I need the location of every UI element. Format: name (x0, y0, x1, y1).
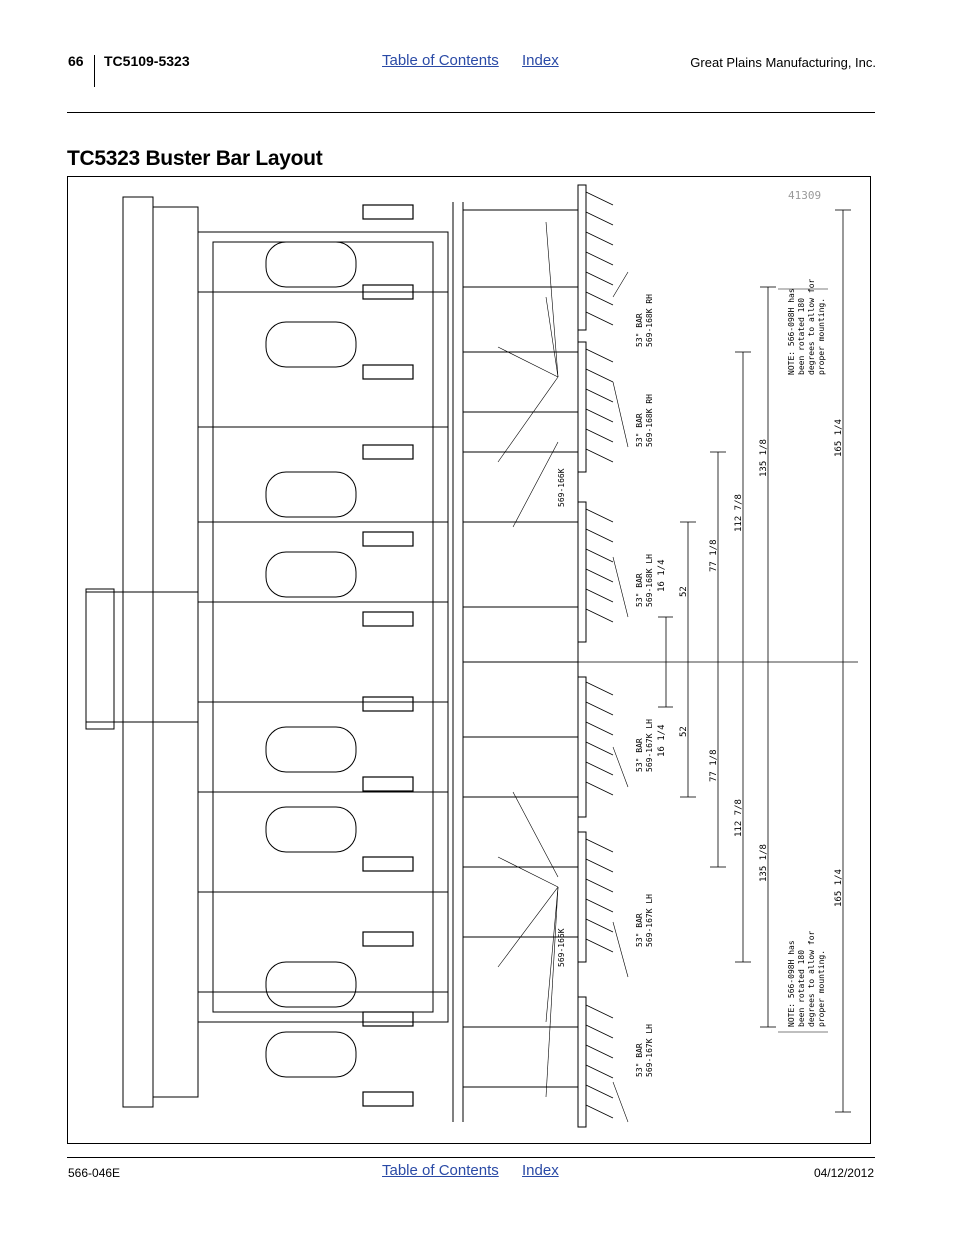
svg-text:been rotated 180: been rotated 180 (797, 950, 806, 1027)
footer-index-link[interactable]: Index (522, 1162, 559, 1179)
bar-part: 569-168K LH (645, 554, 654, 607)
bar-labels: 53" BAR 569-168K RH 53" BAR 569-168K RH … (635, 294, 654, 1077)
bar-label: 53" BAR (635, 313, 644, 347)
svg-text:77 1/8: 77 1/8 (709, 539, 719, 572)
bar-label: 53" BAR (635, 573, 644, 607)
header-separator (94, 55, 95, 87)
bar-part: 569-168K RH (645, 394, 654, 447)
doc-code: TC5109-5323 (104, 53, 190, 69)
figure-id: 41309 (788, 189, 821, 202)
svg-text:77 1/8: 77 1/8 (709, 749, 719, 782)
bar-part: 569-167K LH (645, 1024, 654, 1077)
bar-part: 569-168K RH (645, 294, 654, 347)
svg-text:NOTE: 566-098H has: NOTE: 566-098H has (787, 288, 796, 375)
note-bottom: NOTE: 566-098H has been rotated 180 degr… (787, 930, 826, 1027)
footer-toc-link[interactable]: Table of Contents (382, 1162, 499, 1179)
note-top: NOTE: 566-098H has been rotated 180 degr… (787, 278, 826, 375)
company-name: Great Plains Manufacturing, Inc. (690, 55, 876, 70)
svg-text:135 1/8: 135 1/8 (759, 844, 769, 882)
doc-number: 566-046E (68, 1166, 121, 1180)
figure-frame: 41309 569-166K 569-166K 53" BAR 569-168K… (67, 176, 871, 1144)
svg-text:165 1/4: 165 1/4 (834, 869, 844, 907)
bar-part: 569-167K LH (645, 719, 654, 772)
svg-text:been rotated 180: been rotated 180 (797, 298, 806, 375)
index-link[interactable]: Index (522, 52, 559, 69)
header-rule (67, 112, 875, 113)
svg-text:52: 52 (679, 726, 689, 737)
svg-text:135 1/8: 135 1/8 (759, 439, 769, 477)
buster-bar-drawing: 41309 569-166K 569-166K 53" BAR 569-168K… (85, 184, 858, 1128)
dimensions-lower: 16 1/4 52 77 1/8 112 7/8 135 1/8 165 1/4 (657, 724, 844, 907)
svg-text:16 1/4: 16 1/4 (657, 559, 667, 592)
bar-label: 53" BAR (635, 738, 644, 772)
dimensions-upper: 16 1/4 52 77 1/8 112 7/8 135 1/8 165 1/4 (657, 419, 844, 597)
page-title: TC5323 Buster Bar Layout (67, 147, 323, 170)
svg-text:52: 52 (679, 586, 689, 597)
footer-rule (67, 1157, 875, 1158)
bar-label: 53" BAR (635, 413, 644, 447)
svg-text:proper mounting.: proper mounting. (817, 950, 826, 1027)
part-callout-bottom: 569-166K (557, 928, 566, 967)
bar-label: 53" BAR (635, 1043, 644, 1077)
svg-text:112 7/8: 112 7/8 (734, 799, 744, 837)
bar-part: 569-167K LH (645, 894, 654, 947)
svg-text:degrees to allow for: degrees to allow for (807, 278, 816, 375)
page-number: 66 (68, 53, 84, 69)
part-callout-top: 569-166K (557, 468, 566, 507)
svg-text:proper mounting.: proper mounting. (817, 298, 826, 375)
bar-label: 53" BAR (635, 913, 644, 947)
svg-text:degrees to allow for: degrees to allow for (807, 930, 816, 1027)
svg-text:112 7/8: 112 7/8 (734, 494, 744, 532)
toc-link[interactable]: Table of Contents (382, 52, 499, 69)
revision-date: 04/12/2012 (813, 1166, 874, 1180)
svg-text:165 1/4: 165 1/4 (834, 419, 844, 457)
svg-text:NOTE: 566-098H has: NOTE: 566-098H has (787, 940, 796, 1027)
svg-text:16 1/4: 16 1/4 (657, 724, 667, 757)
